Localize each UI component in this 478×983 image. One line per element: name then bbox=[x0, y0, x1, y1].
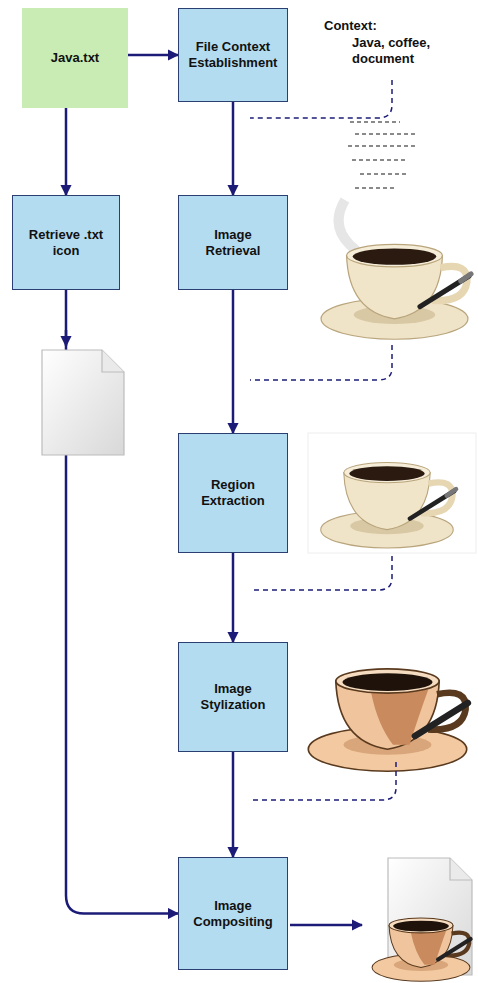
flow-arrow bbox=[65, 108, 68, 195]
output-arrow bbox=[290, 924, 362, 927]
process-box: Image Retrieval bbox=[178, 195, 288, 290]
flow-arrow bbox=[128, 54, 178, 57]
context-label: Context: bbox=[324, 18, 474, 34]
extracted-region bbox=[308, 433, 476, 553]
stylized-image bbox=[308, 669, 468, 771]
node-label: Java.txt bbox=[51, 50, 99, 66]
process-box: Region Extraction bbox=[178, 433, 288, 553]
icon-arrow bbox=[65, 330, 68, 346]
process-box: Image Stylization bbox=[178, 642, 288, 752]
flow-arrow bbox=[232, 553, 235, 642]
node-label: Image Stylization bbox=[185, 681, 281, 713]
composited-icon bbox=[372, 858, 472, 981]
context-label: Java, coffee, document bbox=[352, 35, 452, 67]
txt-icon bbox=[42, 350, 124, 455]
flow-arrow bbox=[232, 102, 235, 195]
flow-arrow bbox=[232, 290, 235, 433]
process-box: Image Compositing bbox=[178, 857, 288, 970]
node-label: Retrieve .txt icon bbox=[19, 227, 113, 259]
flow-arrow bbox=[232, 752, 235, 857]
node-label: File Context Establishment bbox=[185, 39, 281, 71]
process-box: File Context Establishment bbox=[178, 8, 288, 102]
input-file: Java.txt bbox=[22, 8, 128, 108]
node-label: Image Retrieval bbox=[185, 227, 281, 259]
node-label: Region Extraction bbox=[185, 477, 281, 509]
retrieved-image bbox=[300, 110, 476, 342]
process-box: Retrieve .txt icon bbox=[12, 195, 120, 290]
node-label: Image Compositing bbox=[185, 898, 281, 930]
